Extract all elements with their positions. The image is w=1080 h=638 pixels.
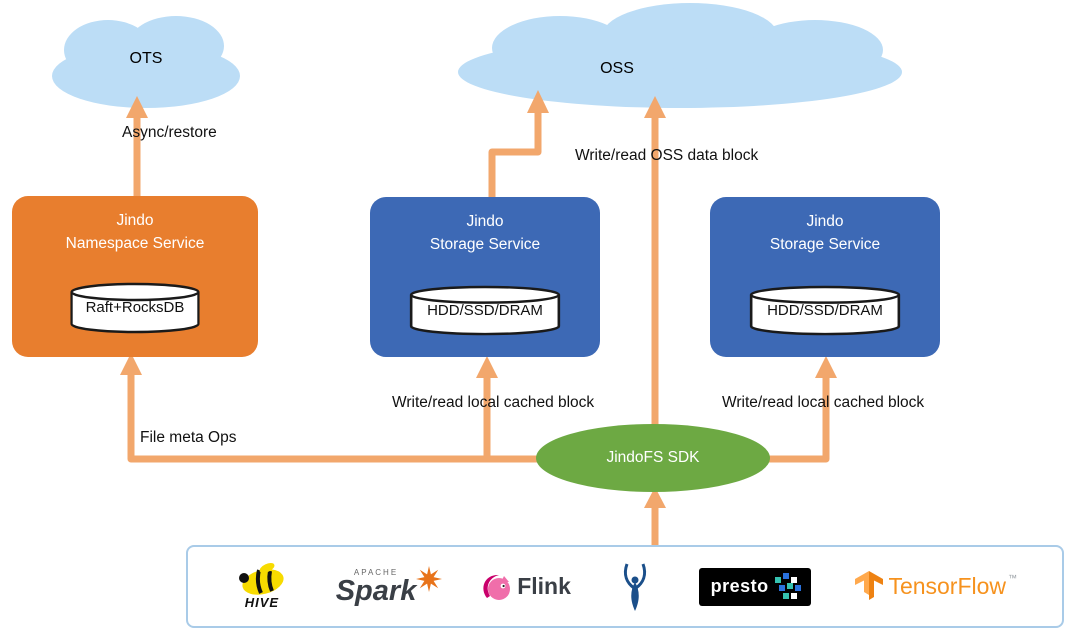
jindofs-sdk-label: JindoFS SDK [606, 449, 700, 466]
presto-pixel-pattern-icon [774, 572, 801, 599]
spark-apache-label: APACHE [353, 567, 399, 577]
hive-label: HIVE [244, 595, 280, 610]
namespace-store-cylinder: Raft+RocksDB [68, 282, 202, 334]
ots-cloud: OTS [48, 6, 244, 112]
storage1-title-line2: Storage Service [429, 236, 541, 254]
oss-label: OSS [600, 60, 634, 77]
arrowhead-icon [126, 96, 148, 118]
presto-logo: presto [698, 567, 811, 606]
hive-logo: HIVE [233, 563, 291, 610]
edge-label-local-cached-left: Write/read local cached block [392, 394, 595, 411]
presto-label: presto [710, 576, 769, 596]
namespace-title-line1: Jindo [116, 212, 154, 229]
arrowhead-icon [644, 96, 666, 118]
arrowhead-icon [644, 487, 666, 508]
cylinder-icon [749, 285, 901, 336]
flink-logo: Flink [479, 570, 571, 604]
ots-label: OTS [129, 50, 163, 67]
spark-label: Spark [335, 574, 417, 607]
spark-star-icon [416, 565, 443, 592]
flink-squirrel-icon [483, 574, 511, 600]
storage1-title: Jindo Storage Service [370, 210, 600, 257]
namespace-title-line2: Namespace Service [65, 235, 205, 253]
tensorflow-wordmark: TensorFlow [888, 573, 1007, 599]
arrowhead-icon [527, 90, 549, 113]
edge-label-async-restore: Async/restore [122, 124, 217, 141]
jindofs-sdk-ellipse: JindoFS SDK [536, 424, 770, 492]
storage2-title-line2: Storage Service [769, 236, 881, 254]
arrow-sdk-to-namespace [127, 372, 540, 463]
edge-label-write-read-oss: Write/read OSS data block [575, 147, 759, 164]
cylinder-icon [70, 282, 200, 334]
spark-logo: APACHE Spark [335, 565, 443, 607]
edge-label-file-meta-ops: File meta Ops [140, 429, 237, 446]
arrowhead-icon [815, 356, 837, 378]
storage-service-box-2: Jindo Storage Service HDD/SSD/DRAM [710, 197, 940, 357]
impala-antelope-icon [623, 562, 646, 611]
oss-cloud: OSS [455, 0, 905, 112]
storage1-store-label: HDD/SSD/DRAM [427, 302, 543, 319]
compute-engines-panel: HIVE APACHE Spark Flink [186, 545, 1064, 628]
cylinder-icon [409, 285, 561, 336]
arrow-storage1-to-oss [488, 112, 542, 199]
hive-bee-icon [238, 563, 284, 595]
storage2-store-label: HDD/SSD/DRAM [767, 302, 883, 319]
impala-logo [616, 562, 654, 612]
storage1-store-cylinder: HDD/SSD/DRAM [407, 285, 563, 336]
cloud-shape-icon [458, 3, 902, 108]
storage2-store-cylinder: HDD/SSD/DRAM [747, 285, 903, 336]
edge-label-local-cached-right: Write/read local cached block [722, 394, 925, 411]
storage2-title-line1: Jindo [806, 213, 844, 230]
arrowhead-icon [120, 353, 142, 375]
namespace-store-label: Raft+RocksDB [85, 299, 185, 316]
storage2-title: Jindo Storage Service [710, 210, 940, 257]
tensorflow-tm: ™ [1008, 573, 1018, 583]
namespace-service-box: Jindo Namespace Service Raft+RocksDB [12, 196, 258, 357]
tensorflow-tf-icon [855, 570, 884, 600]
storage-service-box-1: Jindo Storage Service HDD/SSD/DRAM [370, 197, 600, 357]
cloud-shape-icon [52, 16, 240, 108]
flink-label: Flink [517, 573, 571, 599]
namespace-service-title: Jindo Namespace Service [12, 209, 258, 256]
arrow-sdk-to-storage2 [768, 378, 830, 463]
storage1-title-line1: Jindo [466, 213, 504, 230]
arrowhead-icon [476, 356, 498, 378]
